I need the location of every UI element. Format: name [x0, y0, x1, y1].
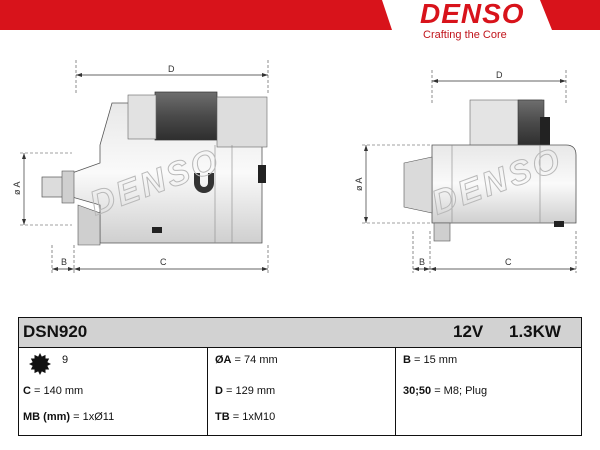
pinion-gear-icon: [29, 353, 51, 375]
spec-cell-oa: ØA = 74 mm: [215, 354, 278, 366]
pinion-teeth-value: 9: [62, 354, 69, 366]
column-divider: [395, 348, 396, 435]
spec-cell-terminal: 30;50 = M8; Plug: [403, 385, 488, 397]
model-number: DSN920: [23, 322, 88, 341]
spec-cell-c: C = 140 mm: [23, 385, 84, 397]
spec-cell-tb: TB = 1xM10: [215, 411, 276, 423]
spec-cell-mb: MB (mm) = 1xØ11: [23, 411, 115, 423]
right-dim-c: C: [505, 257, 512, 267]
spec-cell-d: D = 129 mm: [215, 385, 276, 397]
left-dim-c: C: [160, 257, 167, 267]
right-dim-b: B: [419, 257, 425, 267]
starter-drawing: D ø A B C DENSO: [12, 60, 577, 273]
power-rating: 1.3KW: [509, 322, 561, 341]
column-divider: [207, 348, 208, 435]
spec-table: DSN920 12V 1.3KW 9 ØA = 74 mm B = 15 mm …: [18, 317, 582, 436]
spec-header: DSN920 12V 1.3KW: [19, 318, 581, 348]
right-dim-d: D: [496, 70, 503, 80]
right-side-view: D ø A B C DENSO: [354, 70, 577, 273]
left-dim-d: D: [168, 64, 175, 74]
voltage: 12V: [453, 322, 484, 341]
left-side-view: D ø A B C DENSO: [12, 60, 269, 273]
denso-logo: DENSO Crafting the Core: [420, 0, 600, 44]
left-dim-a: ø A: [12, 181, 22, 195]
brand-name: DENSO: [420, 0, 525, 29]
right-dim-a: ø A: [354, 177, 364, 191]
left-dim-b: B: [61, 257, 67, 267]
brand-tagline: Crafting the Core: [423, 29, 507, 41]
spec-cell-b: B = 15 mm: [403, 354, 458, 366]
header-stripes: [0, 0, 600, 30]
